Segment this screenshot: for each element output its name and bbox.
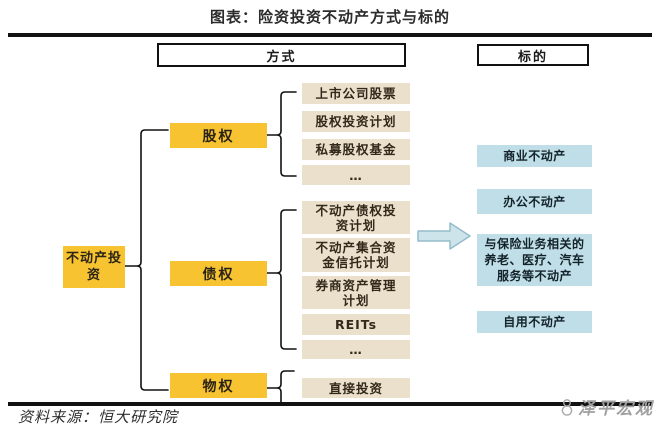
watermark: 泽平宏观 — [559, 394, 654, 419]
node-debt: 债权 — [170, 261, 267, 286]
method-equity-investment-plan: 股权投资计划 — [302, 111, 410, 132]
method-direct-investment: 直接投资 — [302, 378, 410, 398]
top-divider — [8, 33, 652, 37]
column-header-target: 标的 — [477, 44, 589, 66]
node-property-rights: 物权 — [170, 373, 267, 398]
bottom-divider — [8, 402, 652, 406]
method-re-collective-trust-plan: 不动产集合资金信托计划 — [302, 238, 410, 272]
node-real-estate-investment: 不动产投资 — [63, 246, 125, 288]
page-title: 图表：险资投资不动产方式与标的 — [209, 8, 450, 26]
target-self-use-real-estate: 自用不动产 — [477, 311, 592, 333]
target-insurance-related-real-estate: 与保险业务相关的养老、医疗、汽车服务等不动产 — [477, 234, 592, 286]
node-equity: 股权 — [170, 123, 267, 148]
target-commercial-real-estate: 商业不动产 — [477, 145, 592, 167]
method-listed-company-stock: 上市公司股票 — [302, 83, 410, 104]
method-reits: REITs — [302, 314, 410, 335]
source-note: 资料来源：恒大研究院 — [18, 410, 179, 426]
watermark-logo-icon — [561, 398, 573, 416]
column-header-method: 方式 — [157, 43, 406, 67]
method-private-equity-fund: 私募股权基金 — [302, 139, 410, 160]
method-debt-ellipsis: … — [302, 340, 410, 359]
method-broker-asset-mgmt-plan: 券商资产管理计划 — [302, 276, 410, 309]
target-office-real-estate: 办公不动产 — [477, 189, 592, 214]
method-equity-ellipsis: … — [302, 165, 410, 185]
watermark-text: 泽平宏观 — [578, 399, 654, 418]
method-re-debt-investment-plan: 不动产债权投资计划 — [302, 201, 410, 234]
flow-arrow-icon — [417, 222, 471, 250]
